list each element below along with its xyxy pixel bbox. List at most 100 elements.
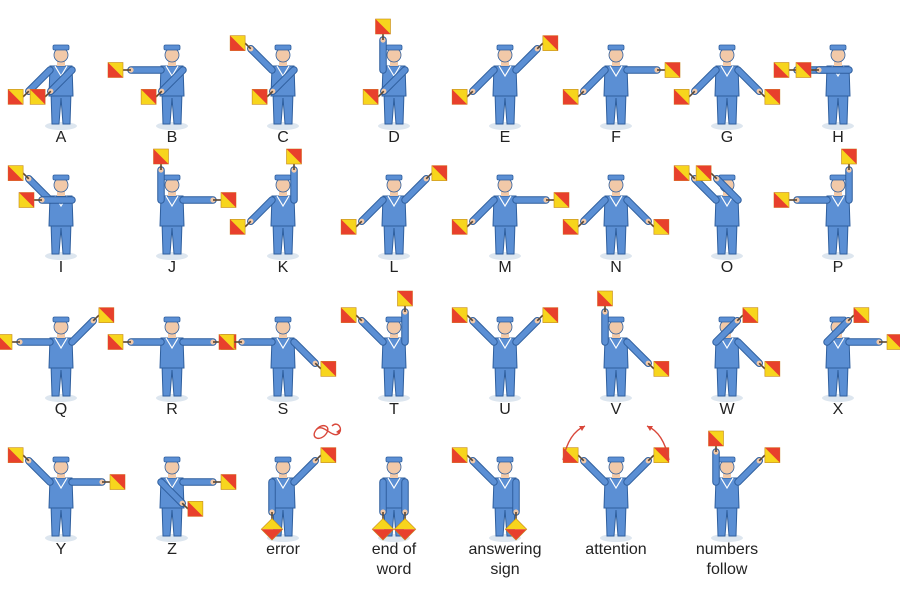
left-flag [451, 307, 474, 323]
signal-drawing [229, 148, 302, 260]
right-flag [758, 447, 781, 463]
signal-label: T [389, 401, 399, 418]
sailor-figure [773, 44, 854, 130]
semaphore-signal: E [450, 18, 560, 158]
right-arm [290, 338, 319, 367]
right-flag [536, 35, 559, 51]
left-flag [562, 89, 585, 105]
sailor-figure [562, 44, 681, 130]
right-flag [102, 474, 126, 490]
right-arm [401, 175, 430, 204]
right-flag [758, 361, 781, 377]
right-arm [623, 196, 652, 225]
right-arm [734, 66, 763, 95]
signal-drawing [371, 456, 417, 542]
signal-label: L [389, 259, 399, 276]
left-arm [25, 457, 54, 486]
semaphore-signal: X [783, 290, 900, 430]
sailor-figure [451, 35, 559, 130]
left-arm [238, 338, 276, 346]
signal-label: S [277, 401, 289, 418]
signal-label: Z [167, 541, 177, 558]
signal-label: M [498, 259, 512, 276]
left-flag [153, 148, 169, 170]
right-flag [393, 512, 417, 541]
signal-label: attention [585, 541, 647, 558]
semaphore-signal: A [6, 18, 116, 158]
right-flag [92, 307, 115, 323]
right-arm [623, 338, 652, 367]
semaphore-signal: D [339, 18, 449, 158]
left-flag [847, 307, 870, 323]
signal-label: C [277, 129, 289, 146]
semaphore-signal: K [228, 148, 338, 288]
left-arm [127, 338, 165, 346]
left-arm [793, 196, 831, 204]
sailor-figure [340, 290, 413, 402]
signal-drawing [562, 425, 670, 542]
right-flag [695, 165, 718, 181]
right-flag [647, 219, 670, 235]
left-arm [469, 196, 498, 225]
signal-drawing [7, 447, 126, 542]
left-arm [580, 457, 609, 486]
left-flag [708, 430, 724, 452]
signal-drawing [7, 165, 77, 260]
signal-label: I [58, 259, 64, 276]
right-arm [158, 66, 187, 95]
signal-drawing [340, 290, 413, 402]
sailor-figure [7, 447, 126, 542]
left-flag [7, 165, 30, 181]
infinity-motion-icon [313, 423, 342, 440]
left-flag [736, 307, 759, 323]
semaphore-signal: J [117, 148, 237, 288]
left-flag [107, 62, 131, 78]
signal-drawing [451, 447, 528, 542]
signal-label: J [168, 259, 176, 276]
left-flag [181, 501, 204, 517]
semaphore-signal: S [218, 290, 338, 430]
left-flag [7, 447, 30, 463]
right-flag [362, 89, 385, 105]
left-arm [247, 45, 276, 74]
signal-drawing [562, 44, 681, 130]
right-arm [290, 166, 298, 204]
signal-drawing [0, 307, 115, 402]
right-arm [815, 66, 853, 74]
signal-drawing [340, 165, 448, 260]
semaphore-signal: G [672, 18, 782, 158]
semaphore-signal: O [672, 148, 782, 288]
semaphore-signal: C [228, 18, 338, 158]
sailor-figure [156, 456, 237, 542]
left-flag [773, 192, 797, 208]
sailor-figure [0, 307, 115, 402]
semaphore-signal: T [339, 290, 449, 430]
right-flag [647, 361, 670, 377]
left-arm [469, 317, 498, 346]
signal-label: K [277, 259, 289, 276]
arc-motion-icon [562, 425, 670, 461]
signal-label: G [720, 129, 734, 146]
left-arm [358, 317, 387, 346]
signal-label: N [610, 259, 622, 276]
sailor-figure [153, 148, 237, 260]
signal-label: B [166, 129, 178, 146]
signal-label: F [611, 129, 621, 146]
signal-drawing [451, 174, 570, 260]
sailor-figure [260, 447, 337, 542]
signal-label: P [832, 259, 844, 276]
left-arm [379, 36, 387, 74]
sailor-figure [229, 148, 302, 260]
right-arm [845, 166, 853, 204]
right-flag [841, 148, 857, 170]
right-flag [29, 89, 52, 105]
sailor-figure [673, 165, 743, 260]
signal-label: H [832, 129, 844, 146]
semaphore-signal: I [6, 148, 116, 288]
sailor-figure [597, 290, 670, 402]
right-flag [425, 165, 448, 181]
